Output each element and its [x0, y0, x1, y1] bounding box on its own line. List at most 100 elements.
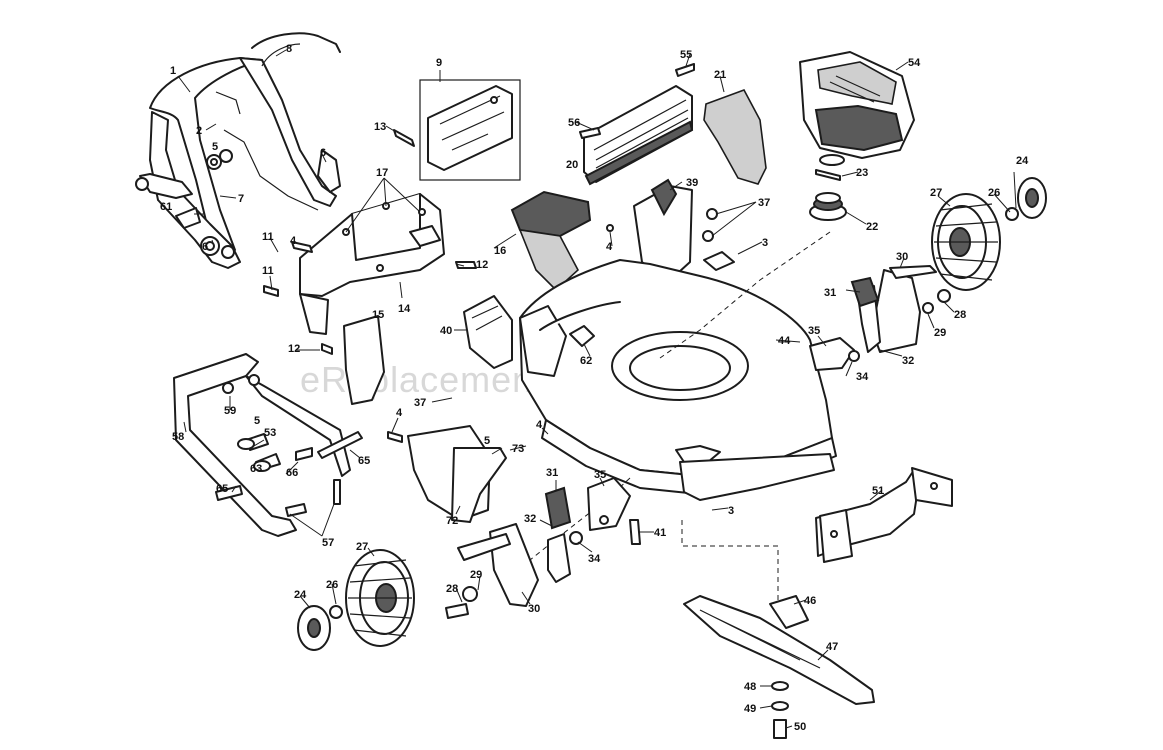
plate-15 — [343, 315, 385, 405]
idler-bracket — [633, 178, 735, 283]
callout-31: 31 — [824, 287, 836, 299]
callout-37-b: 37 — [414, 397, 426, 409]
callout-11-b: 11 — [262, 265, 274, 277]
callout-4-d: 4 — [536, 419, 543, 431]
callout-58: 58 — [172, 431, 184, 443]
callout-28-b: 28 — [446, 583, 458, 595]
callout-48: 48 — [744, 681, 756, 693]
leader-lines — [177, 49, 1017, 729]
callout-29-b: 29 — [470, 569, 482, 581]
callout-32: 32 — [902, 355, 914, 367]
callout-6-lower: 6 — [202, 241, 208, 253]
control-panel-box — [419, 79, 521, 181]
callout-11: 11 — [262, 231, 274, 243]
callout-30-b: 30 — [528, 603, 540, 615]
callout-4-a: 4 — [290, 235, 297, 247]
bolt-4 — [291, 241, 313, 253]
wheel-right — [931, 177, 1047, 291]
handle-knobs — [135, 149, 341, 259]
callout-23: 23 — [856, 167, 868, 179]
callout-56: 56 — [568, 117, 580, 129]
callout-37: 37 — [758, 197, 770, 209]
rear-door — [579, 63, 695, 186]
side-discharge-chute — [815, 467, 953, 563]
callout-65: 65 — [358, 455, 370, 467]
callout-66: 66 — [286, 467, 298, 479]
callout-3-b: 3 — [728, 505, 734, 517]
callout-59: 59 — [224, 405, 236, 417]
callout-13: 13 — [374, 121, 386, 133]
callout-7: 7 — [238, 193, 244, 205]
callout-40: 40 — [440, 325, 452, 337]
callout-34-b: 34 — [588, 553, 601, 565]
callout-65-b: 65 — [216, 483, 228, 495]
callout-47: 47 — [826, 641, 838, 653]
callout-51: 51 — [872, 485, 884, 497]
rear-bracket — [299, 193, 445, 335]
rear-flap — [510, 190, 614, 292]
callout-labels: 1 2 5 8 6 7 61 6 9 13 17 11 4 11 14 15 1… — [160, 43, 1029, 733]
callout-61: 61 — [160, 201, 172, 213]
callout-16: 16 — [494, 245, 506, 257]
callout-32-b: 32 — [524, 513, 536, 525]
bag-frame — [173, 353, 363, 537]
mower-deck — [519, 259, 837, 501]
callout-1: 1 — [170, 65, 176, 77]
callout-24-b: 24 — [294, 589, 307, 601]
callout-62: 62 — [580, 355, 592, 367]
callout-3: 3 — [762, 237, 768, 249]
callout-54: 54 — [908, 57, 921, 69]
callout-15: 15 — [372, 309, 384, 321]
callout-26-b: 26 — [326, 579, 338, 591]
callout-72: 72 — [446, 515, 458, 527]
wheel-left — [297, 549, 415, 651]
callout-8: 8 — [286, 43, 292, 55]
callout-17: 17 — [376, 167, 388, 179]
callout-5-b: 5 — [484, 435, 490, 447]
callout-44: 44 — [778, 335, 791, 347]
engine — [799, 51, 915, 166]
mulch-kit-40 — [463, 295, 513, 369]
callout-46: 46 — [804, 595, 816, 607]
callout-24: 24 — [1016, 155, 1029, 167]
callout-35: 35 — [808, 325, 820, 337]
height-adjuster-right — [809, 265, 951, 371]
callout-9: 9 — [436, 57, 442, 69]
callout-35-b: 35 — [594, 469, 606, 481]
callout-20: 20 — [566, 159, 578, 171]
callout-55: 55 — [680, 49, 692, 61]
callout-6: 6 — [320, 147, 326, 159]
callout-63: 63 — [250, 463, 262, 475]
upper-handle — [149, 57, 337, 269]
callout-27: 27 — [930, 187, 942, 199]
callout-12-b: 12 — [476, 259, 488, 271]
blade — [683, 595, 875, 739]
callout-30: 30 — [896, 251, 908, 263]
callout-5-c: 5 — [254, 415, 260, 427]
callout-2: 2 — [196, 125, 202, 137]
callout-34: 34 — [856, 371, 869, 383]
callout-50: 50 — [794, 721, 806, 733]
callout-5: 5 — [212, 141, 218, 153]
callout-27-b: 27 — [356, 541, 368, 553]
bolt-13 — [393, 129, 415, 147]
callout-39: 39 — [686, 177, 698, 189]
callout-21: 21 — [714, 69, 726, 81]
callout-26: 26 — [988, 187, 1000, 199]
callout-4-b: 4 — [606, 241, 613, 253]
drive-pulley — [809, 192, 847, 221]
throttle-cable — [251, 32, 341, 53]
callout-57: 57 — [322, 537, 334, 549]
callout-49: 49 — [744, 703, 756, 715]
mulch-plug — [703, 89, 767, 185]
callout-29: 29 — [934, 327, 946, 339]
callout-4-c: 4 — [396, 407, 403, 419]
callout-41: 41 — [654, 527, 666, 539]
callout-31-b: 31 — [546, 467, 558, 479]
callout-73: 73 — [512, 443, 524, 455]
callout-28: 28 — [954, 309, 966, 321]
height-adjuster-left — [445, 477, 631, 619]
callout-14: 14 — [398, 303, 411, 315]
callout-22: 22 — [866, 221, 878, 233]
